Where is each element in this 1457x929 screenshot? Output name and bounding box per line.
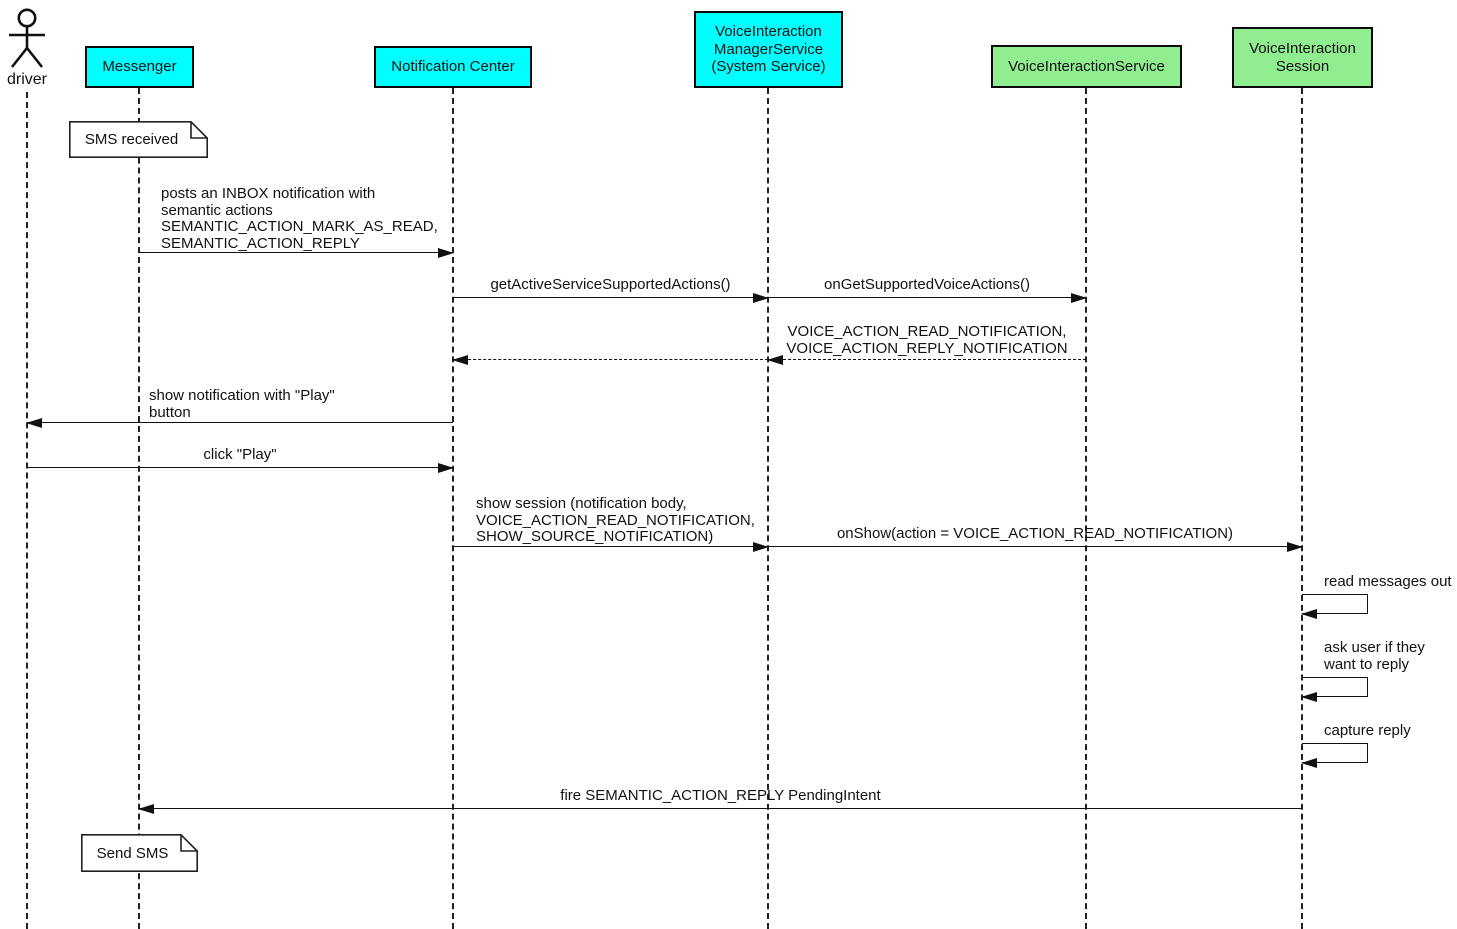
message-fire-reply-arrow [138,804,1302,815]
arrowhead-left-icon [1301,758,1317,769]
message-on-get-supported-label: onGetSupportedVoiceActions() [824,276,1030,293]
arrowhead-right-icon [438,248,454,259]
actor-stick-figure-icon [9,8,45,68]
note-sms-received: SMS received [69,121,208,158]
self-message-capture-reply-label: capture reply [1324,722,1411,739]
message-click-play-arrow [27,463,454,474]
participant-label: Messenger [102,58,177,76]
self-message-ask-user-loop [1301,677,1368,703]
actor-label: driver [6,71,47,88]
arrowhead-left-icon [452,355,468,366]
participant-label: Notification Center [391,58,515,76]
participant-label-line: VoiceInteraction [1249,40,1356,57]
participant-label-line: (System Service) [711,58,826,76]
message-show-session-label: show session (notification body, VOICE_A… [476,495,755,545]
arrowhead-right-icon [753,293,769,304]
note-shape [81,834,198,872]
participant-label-line: VoiceInteraction [715,23,822,41]
message-on-show-label: onShow(action = VOICE_ACTION_READ_NOTIFI… [836,525,1234,542]
message-show-notification-arrow [26,418,453,429]
participant-notification-center: Notification Center [374,46,532,88]
lifeline-messenger [138,88,140,929]
note-shape [69,121,208,158]
participant-voiceinteractionservice: VoiceInteractionService [991,45,1182,88]
note-text: Send SMS [96,844,169,862]
participant-label-line: Session [1275,57,1330,75]
message-post-notification-arrow [139,248,454,259]
lifeline-notification-center [452,88,454,929]
arrowhead-left-icon [138,804,154,815]
lifeline-voiceinteraction-session [1301,88,1303,929]
note-text: SMS received [84,131,179,148]
arrowhead-right-icon [753,542,769,553]
self-message-read-messages-loop [1301,594,1368,620]
lifeline-driver [26,92,28,929]
participant-voiceinteraction-managerservice: VoiceInteraction ManagerService (System … [694,11,843,88]
lifeline-voiceinteraction-managerservice [767,88,769,929]
message-return-supported-actions-label: VOICE_ACTION_READ_NOTIFICATION, VOICE_AC… [786,323,1068,357]
arrowhead-right-icon [1071,293,1087,304]
participant-messenger: Messenger [85,46,194,88]
arrowhead-left-icon [26,418,42,429]
actor-driver: driver [4,8,50,89]
message-show-notification-label: show notification with "Play" button [149,387,335,421]
arrowhead-left-icon [1301,692,1317,703]
note-send-sms: Send SMS [81,834,198,872]
message-on-get-supported-arrow [768,293,1087,304]
arrowhead-left-icon [1301,609,1317,620]
arrowhead-left-icon [767,355,783,366]
arrowhead-right-icon [1287,542,1303,553]
message-on-show-arrow [768,542,1303,553]
message-post-notification-label: posts an INBOX notification with semanti… [161,185,438,252]
message-fire-reply-label: fire SEMANTIC_ACTION_REPLY PendingIntent [560,787,881,804]
arrowhead-right-icon [438,463,454,474]
message-return-supported-actions-arrow [767,355,1086,366]
message-get-active-actions-label: getActiveServiceSupportedActions() [490,276,731,293]
participant-label: VoiceInteractionService [1008,57,1165,75]
self-message-read-messages-label: read messages out [1324,573,1452,590]
message-click-play-label: click "Play" [203,446,277,463]
message-return-to-notification-center-arrow [452,355,768,366]
self-message-capture-reply-loop [1301,743,1368,769]
self-message-ask-user-label: ask user if they want to reply [1324,639,1425,673]
message-show-session-arrow [453,542,769,553]
lifeline-voiceinteractionservice [1085,88,1087,929]
message-get-active-actions-arrow [453,293,769,304]
participant-label-line: ManagerService [713,40,824,58]
participant-voiceinteraction-session: VoiceInteraction Session [1232,27,1373,88]
